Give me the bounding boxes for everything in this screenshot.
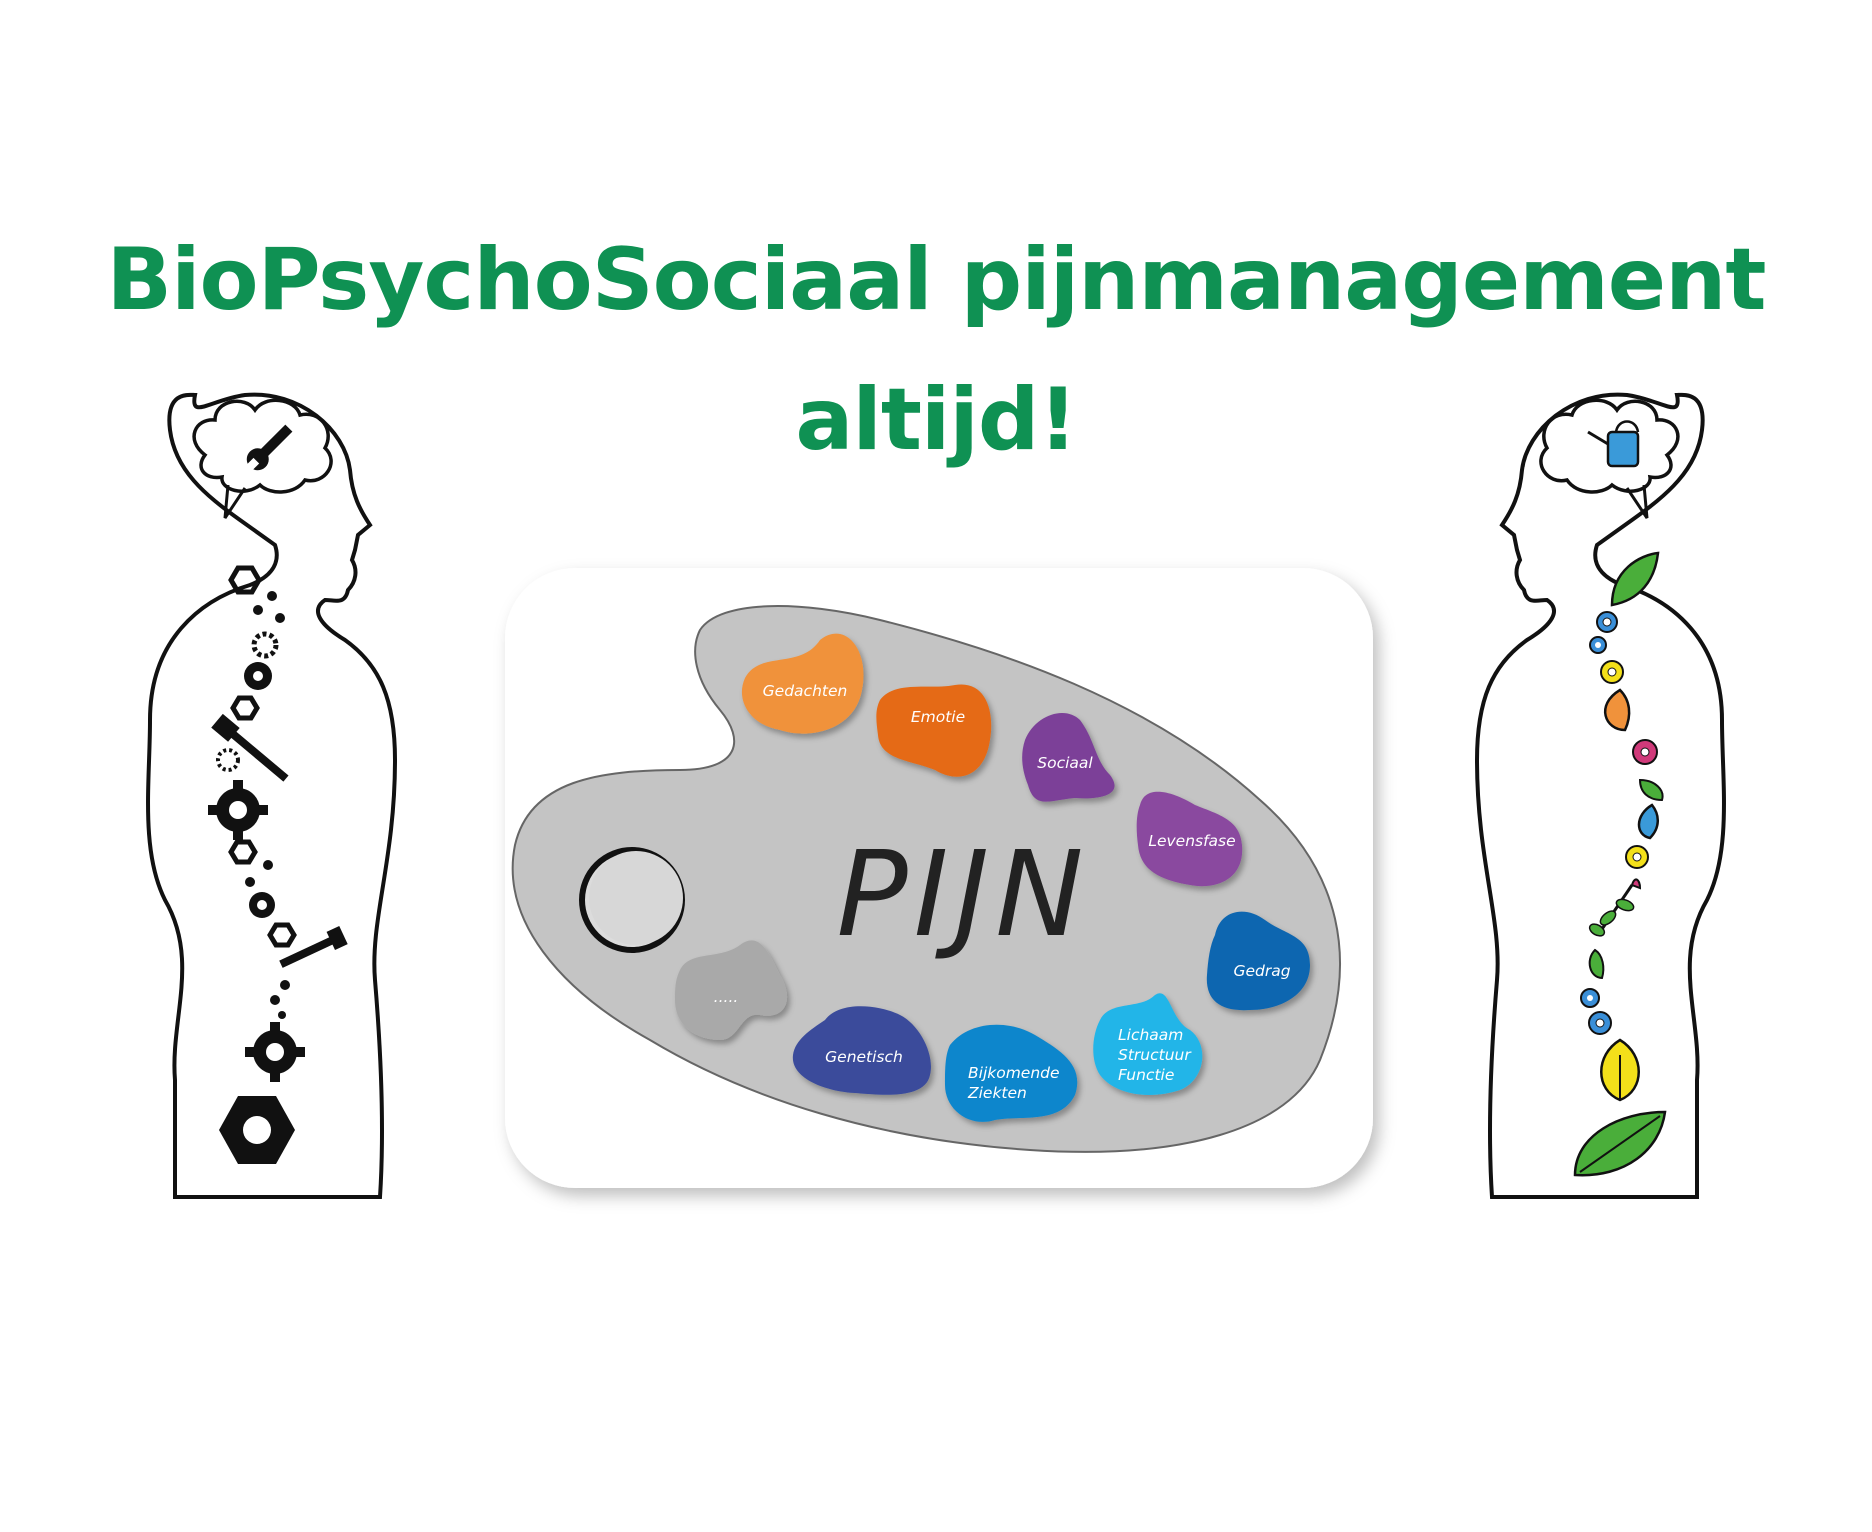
right-brain-outline bbox=[1539, 398, 1680, 494]
flowers-leaves bbox=[1573, 551, 1667, 1177]
factor-label-bijkomende-2: Ziekten bbox=[967, 1084, 1027, 1102]
factor-blob-emotie: Emotie bbox=[876, 684, 992, 777]
left-brain-outline bbox=[192, 398, 333, 494]
right-human-figure bbox=[1474, 392, 1726, 1199]
left-human-figure bbox=[146, 392, 398, 1199]
factor-label-bijkomende-1: Bijkomende bbox=[968, 1064, 1060, 1082]
factor-blob-levensfase: Levensfase bbox=[1136, 791, 1243, 887]
factor-blob-gedachten: Gedachten bbox=[741, 633, 864, 734]
factor-label-lichaam-3: Functie bbox=[1118, 1066, 1174, 1084]
factor-blob-extra: ..... bbox=[675, 940, 788, 1040]
factor-label-sociaal: Sociaal bbox=[1037, 754, 1093, 772]
factor-label-extra: ..... bbox=[714, 988, 739, 1006]
right-body-outline bbox=[1474, 392, 1726, 1199]
wrench-icon bbox=[246, 424, 293, 471]
palette-center-label: PIJN bbox=[836, 825, 1089, 963]
factor-label-emotie: Emotie bbox=[911, 708, 965, 726]
factor-label-gedachten: Gedachten bbox=[763, 682, 848, 700]
page-subtitle: altijd! bbox=[795, 370, 1077, 470]
factor-blob-genetisch: Genetisch bbox=[792, 1006, 931, 1095]
factor-blob-sociaal: Sociaal bbox=[1022, 712, 1115, 802]
left-body-outline bbox=[146, 392, 398, 1199]
factor-blob-gedrag: Gedrag bbox=[1206, 911, 1310, 1011]
factor-label-genetisch: Genetisch bbox=[825, 1048, 903, 1066]
factor-label-lichaam-1: Lichaam bbox=[1118, 1026, 1183, 1044]
factor-label-gedrag: Gedrag bbox=[1233, 962, 1290, 980]
factor-blob-lichaam: Lichaam Structuur Functie bbox=[1093, 993, 1203, 1095]
page-title: BioPsychoSociaal pijnmanagement bbox=[106, 230, 1767, 330]
factor-blob-bijkomende: Bijkomende Ziekten bbox=[945, 1024, 1078, 1122]
factor-label-levensfase: Levensfase bbox=[1148, 832, 1235, 850]
gears-nuts-bolts bbox=[208, 565, 348, 1164]
factor-label-lichaam-2: Structuur bbox=[1118, 1046, 1192, 1064]
watering-can-icon bbox=[1587, 420, 1640, 468]
